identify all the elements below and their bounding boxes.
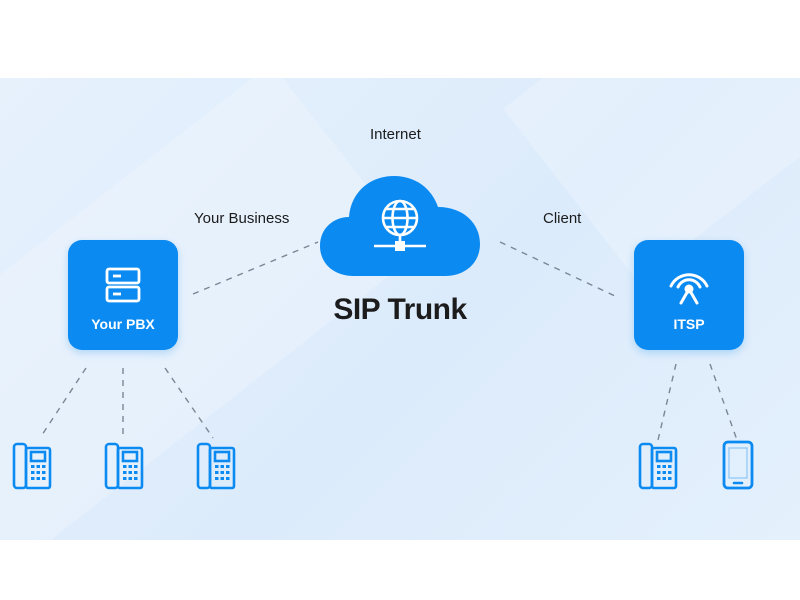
connector-cloud-itsp — [499, 241, 616, 297]
connector-pbx-cloud — [192, 241, 319, 295]
itsp-node: ITSP — [634, 240, 744, 350]
your-business-label: Your Business — [194, 210, 290, 227]
server-icon — [105, 267, 141, 303]
mobile-phone-icon — [722, 440, 754, 490]
connector-pbx-phone-3 — [164, 367, 214, 439]
desk-phone-icon — [638, 442, 678, 490]
client-label: Client — [543, 210, 582, 227]
connector-itsp-phone — [657, 363, 677, 441]
globe-network-icon — [374, 199, 426, 248]
itsp-label: ITSP — [673, 316, 705, 332]
pbx-label: Your PBX — [91, 316, 155, 332]
connector-lines — [39, 241, 738, 441]
antenna-icon — [669, 273, 709, 305]
desk-phone-icon — [104, 442, 144, 490]
connector-pbx-phone-1 — [39, 367, 87, 439]
pbx-node: Your PBX — [68, 240, 178, 350]
connector-itsp-mobile — [709, 363, 738, 441]
cloud-icon — [320, 176, 480, 276]
internet-label: Internet — [370, 126, 421, 143]
desk-phone-icon — [12, 442, 52, 490]
desk-phone-icon — [196, 442, 236, 490]
diagram-title: SIP Trunk — [333, 293, 467, 326]
diagram-canvas: Internet Your Business Client SIP Trunk … — [0, 78, 800, 540]
